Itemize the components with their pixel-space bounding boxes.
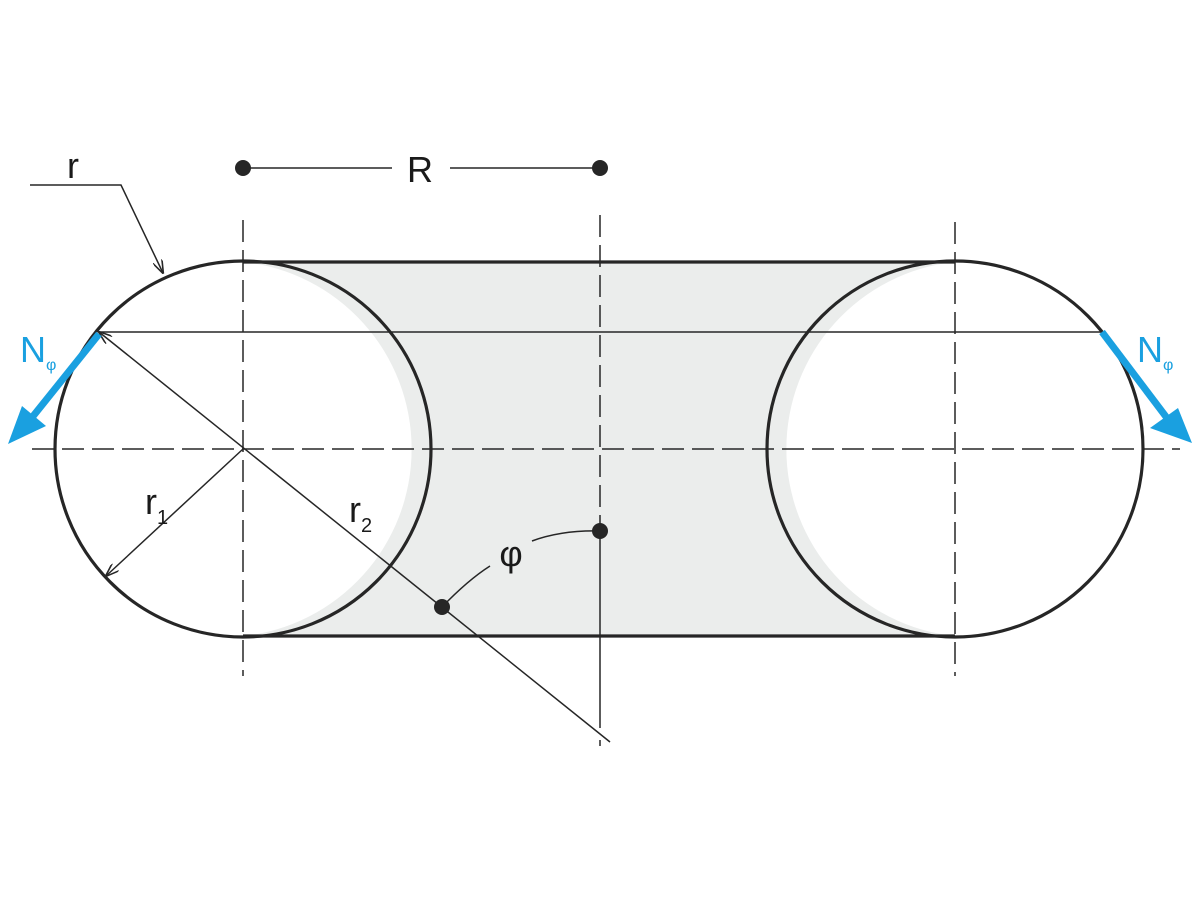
n-phi-left-shaft bbox=[27, 331, 102, 423]
r1-main: r bbox=[145, 481, 157, 522]
r-leader-line bbox=[30, 184, 163, 273]
n-phi-right-label: Nφ bbox=[1137, 329, 1173, 374]
R-dimension-dot-left bbox=[235, 160, 251, 176]
n-phi-left-head bbox=[8, 406, 46, 444]
phi-label: φ bbox=[499, 533, 522, 574]
n-phi-right-arrow bbox=[1099, 329, 1192, 443]
r-label: r bbox=[67, 145, 79, 186]
n-phi-left-subscript: φ bbox=[46, 357, 56, 374]
phi-dot-upper bbox=[592, 523, 608, 539]
r2-subscript: 2 bbox=[361, 515, 372, 537]
r1-subscript: 1 bbox=[157, 507, 168, 529]
phi-dot-lower bbox=[434, 599, 450, 615]
n-phi-right-head bbox=[1150, 408, 1192, 443]
shaded-section bbox=[243, 262, 955, 636]
n-phi-left-arrow bbox=[8, 331, 102, 444]
n-phi-left-label: Nφ bbox=[20, 329, 56, 374]
R-dimension-dot-right bbox=[592, 160, 608, 176]
n-phi-left-main: N bbox=[20, 329, 46, 370]
n-phi-right-subscript: φ bbox=[1163, 357, 1173, 374]
r1-label: r1 bbox=[145, 481, 168, 529]
R-label: R bbox=[407, 149, 433, 190]
r2-main: r bbox=[349, 489, 361, 530]
n-phi-right-main: N bbox=[1137, 329, 1163, 370]
n-phi-right-shaft bbox=[1099, 329, 1173, 425]
r2-label: r2 bbox=[349, 489, 372, 537]
r2-radius-line bbox=[99, 332, 611, 743]
r1-radius-line bbox=[106, 448, 244, 576]
